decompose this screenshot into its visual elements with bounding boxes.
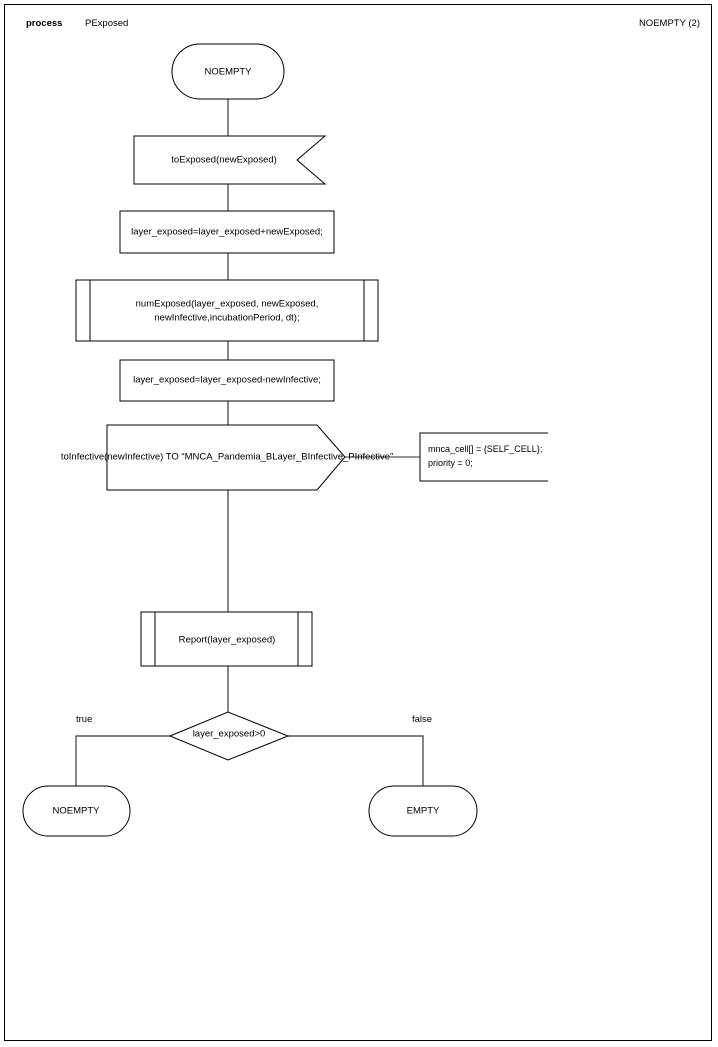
label-procedure-1-line1: numExposed(layer_exposed, newExposed, [135, 298, 319, 310]
shape-start-state [171, 43, 285, 100]
connector-true-branch [75, 735, 170, 786]
shape-procedure-1 [75, 279, 379, 342]
label-comment-line1: mnca_cell[] = {SELF_CELL}; [428, 444, 543, 454]
label-start-state: NOEMPTY [204, 66, 252, 78]
label-procedure-2: Report(layer_exposed) [178, 634, 276, 646]
shape-output-signal [106, 424, 346, 491]
shape-input-signal [133, 135, 327, 185]
header-process-label: process [26, 18, 63, 29]
label-branch-false: false [412, 714, 433, 725]
label-decision-1: layer_exposed>0 [192, 728, 266, 740]
header-state-reference: NOEMPTY (2) [638, 18, 700, 29]
shape-task-2 [119, 359, 335, 402]
connector-false-branch [288, 735, 424, 786]
label-task-2: layer_exposed=layer_exposed-newInfective… [133, 374, 321, 386]
label-comment-line2: priority = 0; [428, 458, 473, 468]
header-process-name: PExposed [85, 18, 129, 29]
label-output-signal: toInfective(newInfective) TO “MNCA_Pande… [60, 451, 394, 463]
label-branch-true: true [76, 714, 93, 725]
shape-comment-bracket [419, 432, 548, 482]
page-border [4, 4, 712, 1041]
shape-task-1 [119, 210, 335, 254]
shape-end-state-noempty [22, 785, 131, 837]
shape-decision-1 [168, 711, 290, 761]
label-end-state-noempty: NOEMPTY [52, 805, 100, 817]
label-input-signal: toExposed(newExposed) [171, 154, 277, 166]
label-procedure-1-line2: newInfective,incubationPeriod, dt); [154, 312, 300, 324]
label-task-1: layer_exposed=layer_exposed+newExposed; [131, 226, 323, 238]
shape-end-state-empty [368, 785, 478, 837]
shape-procedure-2 [140, 611, 313, 667]
label-end-state-empty: EMPTY [406, 805, 440, 817]
